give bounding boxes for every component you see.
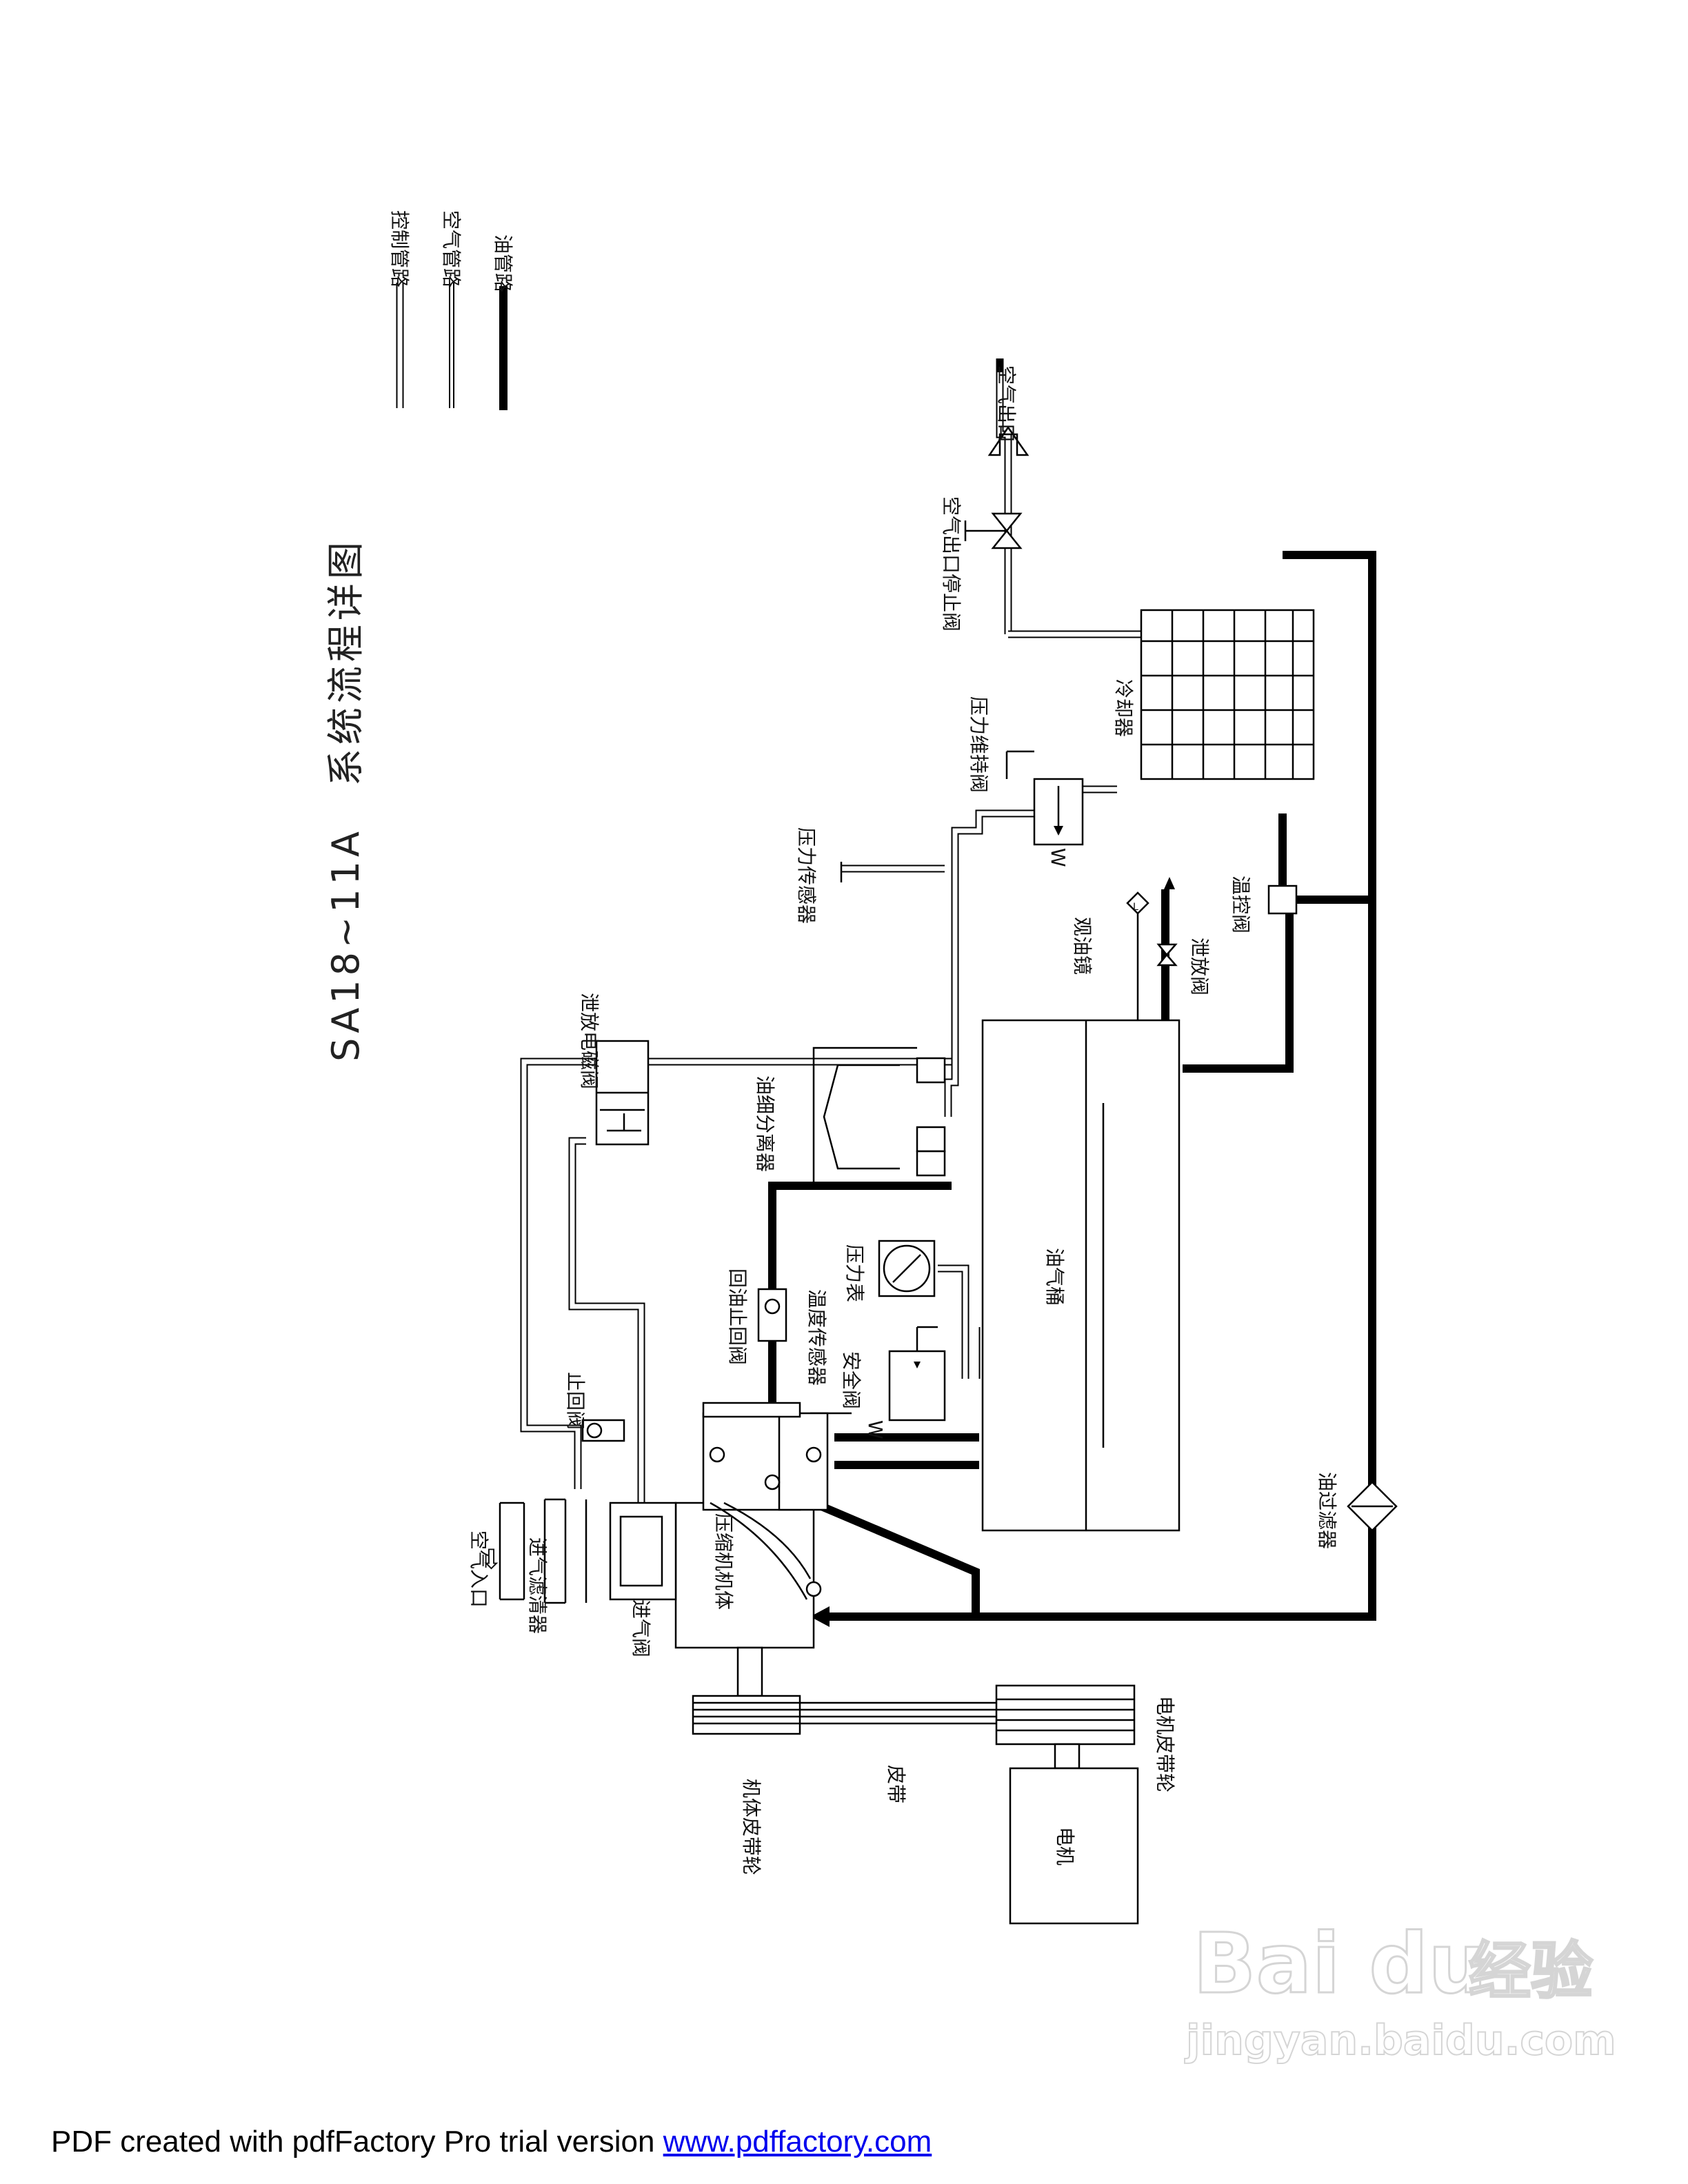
- oil-separator: 油细分离器: [754, 1046, 946, 1187]
- air-outlet: 空气出口: [987, 365, 1029, 456]
- pdf-footer: PDF created with pdfFactory Pro trial ve…: [51, 2125, 932, 2159]
- drive-train: 电机 机体皮带轮 皮带 电机皮带轮: [692, 1646, 1176, 1925]
- cooler: 冷却器: [1112, 609, 1315, 780]
- sight-glass: L 观油镜: [1071, 891, 1149, 1020]
- pressure-maintain-valve[interactable]: W 压力维持阀: [967, 696, 1084, 867]
- footer-text: PDF created with pdfFactory Pro trial ve…: [51, 2125, 663, 2158]
- svg-text:压力维持阀: 压力维持阀: [967, 696, 990, 793]
- legend-oil-label: 油管路: [492, 234, 514, 292]
- pressure-gauge: 压力表: [843, 1240, 936, 1302]
- svg-text:空气入口: 空气入口: [468, 1530, 490, 1608]
- temp-sensor: 温度传感器: [805, 1289, 852, 1415]
- svg-text:油气桶: 油气桶: [1043, 1248, 1066, 1306]
- air-outlet-stop-valve[interactable]: 空气出口停止阀: [940, 496, 1023, 631]
- svg-text:油过滤器: 油过滤器: [1316, 1472, 1338, 1549]
- drain-valve[interactable]: 泄放阀: [1156, 938, 1211, 995]
- legend: 控制管路 空气管路 油管路: [388, 210, 514, 410]
- svg-text:Bai du: Bai du: [1193, 1917, 1487, 2012]
- svg-text:止回阀: 止回阀: [564, 1372, 587, 1430]
- svg-text:电机: 电机: [1054, 1827, 1076, 1866]
- svg-text:泄放电磁阀: 泄放电磁阀: [578, 993, 601, 1089]
- svg-text:回油止回阀: 回油止回阀: [726, 1268, 749, 1365]
- pressure-sensor: 压力传感器: [795, 827, 843, 924]
- svg-text:W: W: [864, 1420, 887, 1439]
- svg-text:油细分离器: 油细分离器: [754, 1075, 776, 1172]
- svg-text:温控阀: 温控阀: [1229, 876, 1252, 933]
- svg-text:安全阀: 安全阀: [840, 1351, 863, 1409]
- svg-text:⇨: ⇨: [476, 1548, 508, 1571]
- svg-text:观油镜: 观油镜: [1071, 917, 1094, 975]
- svg-text:压缩机机体: 压缩机机体: [712, 1513, 735, 1610]
- unload-solenoid-valve[interactable]: 泄放电磁阀: [578, 993, 650, 1146]
- footer-link[interactable]: www.pdffactory.com: [663, 2125, 932, 2158]
- svg-text:温度传感器: 温度传感器: [805, 1289, 828, 1386]
- motor: [1009, 1767, 1139, 1925]
- svg-text:L: L: [1133, 902, 1138, 913]
- baidu-watermark: Bai du 经验 jingyan.baidu.com: [1184, 1916, 1617, 2066]
- svg-text:jingyan.baidu.com: jingyan.baidu.com: [1185, 2016, 1616, 2065]
- svg-text:电机皮带轮: 电机皮带轮: [1154, 1696, 1176, 1792]
- svg-text:皮带: 皮带: [885, 1765, 907, 1803]
- svg-text:空气出口: 空气出口: [995, 365, 1018, 443]
- oil-gas-tank: 油气桶: [981, 1019, 1180, 1532]
- svg-text:空气出口停止阀: 空气出口停止阀: [940, 496, 963, 631]
- safety-valve[interactable]: W 安全阀: [840, 1326, 946, 1439]
- svg-text:经验: 经验: [1469, 1935, 1593, 2008]
- oil-filter: 油过滤器: [1316, 1472, 1398, 1549]
- oil-return-check-valve[interactable]: 回油止回阀: [726, 1268, 787, 1365]
- svg-text:W: W: [1047, 848, 1069, 867]
- svg-text:泄放阀: 泄放阀: [1188, 938, 1211, 995]
- cooler-label: 冷却器: [1112, 679, 1135, 737]
- diagram-title: SA18~11A 系统流程详图: [324, 538, 368, 1062]
- svg-text:进气阀: 进气阀: [630, 1599, 652, 1657]
- svg-text:进气滤清器: 进气滤清器: [526, 1537, 549, 1634]
- intake-filter: 进气滤清器 空气入口 ⇨: [468, 1498, 587, 1634]
- svg-text:压力传感器: 压力传感器: [795, 827, 818, 924]
- svg-text:压力表: 压力表: [843, 1244, 866, 1302]
- legend-air-label: 空气管路: [440, 210, 463, 287]
- legend-control-label: 控制管路: [388, 210, 411, 287]
- check-valve[interactable]: 止回阀: [564, 1372, 625, 1442]
- thermo-valve[interactable]: 温控阀: [1229, 876, 1298, 933]
- compressor-block: 压缩机机体 进气阀: [609, 1402, 829, 1657]
- svg-text:机体皮带轮: 机体皮带轮: [740, 1779, 763, 1875]
